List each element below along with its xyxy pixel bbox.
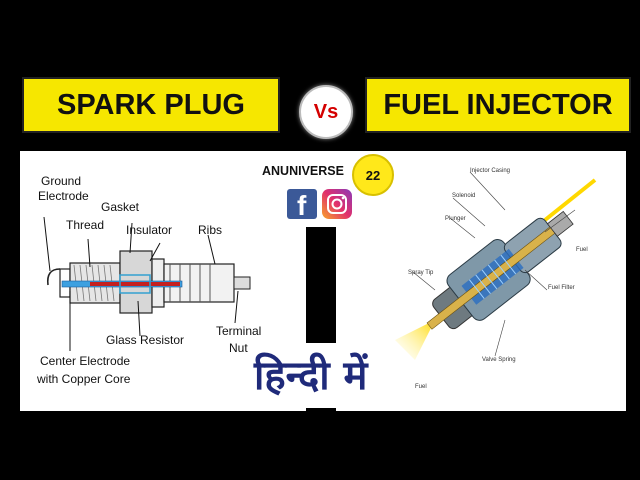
gasket-label: Gasket — [101, 200, 140, 214]
fuel-filter-label: Fuel Filter — [548, 285, 575, 291]
insulator-label: Insulator — [126, 223, 173, 237]
spray-tip-label: Spray Tip — [408, 270, 434, 276]
thread-label: Thread — [66, 218, 105, 232]
ground-electrode-label-2: Electrode — [38, 189, 89, 203]
solenoid-label: Solenoid — [452, 193, 476, 199]
fuel-label-bottom: Fuel — [415, 384, 427, 390]
fuel-injector-diagram — [395, 171, 597, 360]
nut-label: Nut — [229, 341, 248, 355]
channel-name: ANUNIVERSE — [262, 164, 344, 178]
center-electrode-label: Center Electrode — [40, 354, 131, 368]
instagram-icon — [322, 189, 352, 219]
fuel-injector-title: FUEL INJECTOR — [365, 77, 631, 133]
vs-badge: Vs — [299, 85, 353, 139]
plunger-label: Plunger — [445, 216, 466, 222]
spark-plug-diagram — [43, 216, 251, 351]
divider-bar — [306, 227, 336, 343]
injector-casing-label: Injector Casing — [470, 168, 511, 174]
terminal-label: Terminal — [216, 324, 262, 338]
glass-resistor-label: Glass Resistor — [106, 333, 185, 347]
fuel-label-top: Fuel — [576, 247, 588, 253]
copper-core-label: with Copper Core — [37, 372, 131, 386]
ribs-label: Ribs — [198, 223, 223, 237]
valve-spring-label: Valve Spring — [482, 357, 516, 363]
spark-plug-title: SPARK PLUG — [22, 77, 280, 133]
divider-bar-bottom — [306, 408, 336, 411]
episode-badge: 22 — [352, 154, 394, 196]
facebook-icon: f — [287, 189, 317, 221]
ground-electrode-label: Ground — [41, 174, 82, 188]
hindi-caption: हिन्दी में — [254, 353, 368, 399]
